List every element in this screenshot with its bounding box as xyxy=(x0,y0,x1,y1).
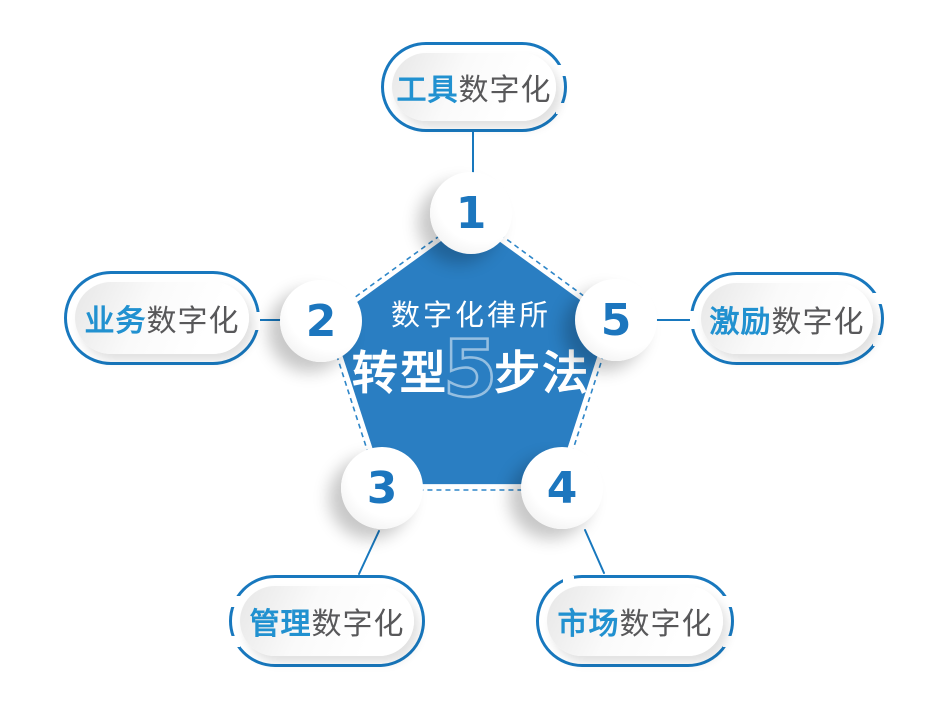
label-rest: 数字化 xyxy=(619,607,713,642)
ring-gap xyxy=(723,596,733,607)
ring-gap xyxy=(556,65,566,76)
label-highlight: 激励 xyxy=(709,304,772,340)
label-rest: 数字化 xyxy=(311,607,405,642)
step-number-5: 5 xyxy=(600,294,632,346)
center-title-prefix: 转型 xyxy=(351,346,448,401)
ring-gap xyxy=(556,103,566,114)
label-highlight: 业务 xyxy=(84,304,147,339)
step-number-3: 3 xyxy=(366,462,398,514)
center-title-number: 5 xyxy=(442,325,500,415)
label-rest: 数字化 xyxy=(146,304,240,339)
ring-gap xyxy=(230,596,240,607)
label-pill-business-text: 业务数字化 xyxy=(75,282,249,354)
center-title: 数字化律所 转型 5 步法 xyxy=(330,292,612,415)
label-rest: 数字化 xyxy=(458,73,552,108)
ring-gap xyxy=(248,312,260,330)
label-pill-incentive-text: 激励数字化 xyxy=(701,283,873,354)
step-circle-1: 1 xyxy=(430,172,512,254)
label-pill-incentive: 激励数字化 xyxy=(690,272,884,365)
step-circle-2: 2 xyxy=(280,280,362,362)
label-pill-market: 市场数字化 xyxy=(536,575,734,667)
label-pill-tools-text: 工具数字化 xyxy=(392,53,556,121)
step-number-2: 2 xyxy=(305,295,337,347)
ring-gap xyxy=(563,576,574,586)
label-pill-management-text: 管理数字化 xyxy=(240,586,414,656)
center-title-line1: 数字化律所 xyxy=(390,298,551,332)
ring-gap xyxy=(230,636,240,647)
label-highlight: 工具 xyxy=(396,73,459,108)
step-number-1: 1 xyxy=(455,187,487,239)
connector-bottom-left xyxy=(358,530,380,575)
label-highlight: 管理 xyxy=(249,607,312,642)
ring-gap xyxy=(873,335,883,346)
step-circle-5: 5 xyxy=(575,279,657,361)
center-title-line2: 转型 5 步法 xyxy=(330,325,612,415)
step-circle-3: 3 xyxy=(341,447,423,529)
step-circle-4: 4 xyxy=(521,447,603,529)
center-pentagon xyxy=(331,220,609,485)
label-highlight: 市场 xyxy=(557,607,620,642)
label-pill-market-text: 市场数字化 xyxy=(547,586,723,656)
label-pill-tools: 工具数字化 xyxy=(381,42,567,132)
ring-gap xyxy=(873,293,883,304)
label-rest: 数字化 xyxy=(771,304,865,340)
step-number-4: 4 xyxy=(546,462,578,514)
label-pill-management: 管理数字化 xyxy=(229,575,425,667)
ring-gap xyxy=(690,311,702,329)
center-title-suffix: 步法 xyxy=(494,346,591,401)
connector-bottom-right xyxy=(584,529,605,574)
ring-gap xyxy=(723,636,733,647)
label-pill-business: 业务数字化 xyxy=(64,271,260,365)
